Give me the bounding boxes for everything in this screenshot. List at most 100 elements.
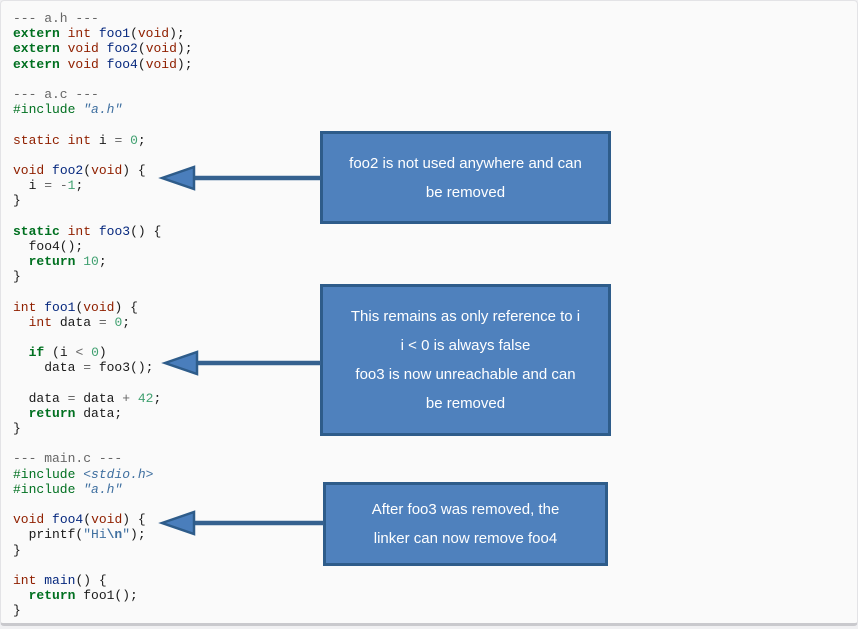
code-token: <stdio.h>: [83, 466, 154, 482]
code-token: foo3: [98, 223, 131, 239]
code-token: #include: [13, 481, 76, 497]
code-token: void: [145, 41, 177, 57]
code-token: [13, 588, 29, 603]
code-line: #include "a.h": [13, 102, 193, 117]
code-token: void: [145, 56, 177, 72]
code-token: [60, 41, 68, 56]
code-line: }: [13, 193, 193, 208]
code-token: static: [13, 132, 60, 148]
code-line: static int foo3() {: [13, 224, 193, 239]
code-token: (: [83, 512, 92, 528]
code-token: "Hi: [83, 527, 107, 543]
code-token: (: [130, 26, 138, 42]
code-token: ;: [98, 254, 107, 269]
code-token: =: [67, 390, 76, 406]
code-token: }: [13, 269, 21, 285]
code-token: -: [59, 178, 68, 194]
code-token: "a.h": [83, 102, 123, 118]
code-token: [13, 345, 29, 360]
code-token: extern: [13, 26, 60, 42]
code-token: <: [75, 345, 84, 361]
code-token: [13, 254, 29, 269]
code-token: data: [52, 314, 99, 330]
code-token: ) {: [122, 162, 146, 178]
code-token: "a.h": [83, 481, 123, 497]
code-token: ) {: [114, 299, 138, 315]
code-token: int: [67, 223, 92, 239]
code-line: [13, 208, 193, 223]
code-line: }: [13, 543, 193, 558]
code-token: }: [13, 603, 21, 619]
code-token: #include: [13, 102, 76, 118]
code-token: [91, 26, 99, 41]
code-token: =: [98, 314, 107, 330]
code-token: (: [137, 41, 146, 57]
code-token: void: [13, 512, 45, 528]
code-token: }: [13, 421, 21, 437]
code-token: ;: [122, 314, 131, 330]
code-token: ;: [75, 178, 84, 194]
code-token: 42: [137, 390, 154, 406]
code-token: if: [28, 345, 45, 361]
code-token: data: [75, 390, 123, 406]
code-line: data = foo3();: [13, 360, 193, 375]
code-token: [44, 512, 52, 527]
code-line: }: [13, 603, 193, 618]
callout-foo4-removable-text: After foo3 was removed, the linker can n…: [371, 501, 560, 547]
code-token: );: [176, 56, 193, 72]
code-line: [13, 148, 193, 163]
code-token: foo1();: [75, 588, 138, 604]
code-token: i: [91, 132, 115, 148]
code-token: );: [130, 527, 146, 543]
code-token: [83, 345, 91, 360]
code-token: [60, 57, 68, 72]
code-token: foo4: [52, 512, 84, 528]
code-line: data = data + 42;: [13, 391, 193, 406]
code-token: int: [13, 299, 37, 315]
code-token: [99, 57, 107, 72]
arrow-to-foo4: [158, 510, 324, 536]
code-token: foo3();: [91, 360, 154, 376]
code-line: [13, 558, 193, 573]
code-token: int: [13, 572, 37, 588]
code-token: return: [28, 254, 76, 269]
code-token: i: [13, 178, 45, 194]
code-token: int: [28, 314, 53, 330]
code-token: (: [75, 299, 84, 315]
code-line: --- a.c ---: [13, 87, 193, 102]
code-token: [13, 315, 29, 330]
code-line: [13, 72, 193, 87]
code-token: [122, 133, 130, 148]
code-line: void foo2(void) {: [13, 163, 193, 178]
callout-foo3-unreachable: This remains as only reference to i i < …: [320, 284, 611, 436]
code-line: #include "a.h": [13, 482, 193, 497]
code-token: void: [67, 41, 99, 57]
code-token: printf(: [13, 527, 84, 543]
code-token: data: [13, 360, 84, 376]
code-token: main: [44, 572, 76, 588]
code-line: int data = 0;: [13, 315, 193, 330]
code-line: }: [13, 421, 193, 436]
code-token: void: [91, 162, 123, 178]
code-line: [13, 284, 193, 299]
code-line: foo4();: [13, 239, 193, 254]
code-token: void: [137, 26, 170, 42]
code-token: =: [83, 360, 92, 376]
code-line: return 10;: [13, 254, 193, 269]
code-token: =: [114, 132, 123, 148]
code-line: extern void foo2(void);: [13, 41, 193, 56]
code-token: int: [67, 132, 92, 148]
callout-foo2-unused: foo2 is not used anywhere and can be rem…: [320, 131, 611, 224]
code-line: return foo1();: [13, 588, 193, 603]
code-token: [99, 41, 107, 56]
callout-foo2-unused-text: foo2 is not used anywhere and can be rem…: [349, 154, 582, 201]
code-token: 10: [83, 254, 99, 269]
code-token: void: [67, 56, 99, 72]
code-token: return: [28, 588, 76, 604]
code-token: ;: [137, 132, 146, 148]
code-token: return: [28, 405, 76, 421]
code-token: data;: [75, 405, 123, 421]
code-token: }: [13, 542, 21, 558]
code-line: --- a.h ---: [13, 11, 193, 26]
